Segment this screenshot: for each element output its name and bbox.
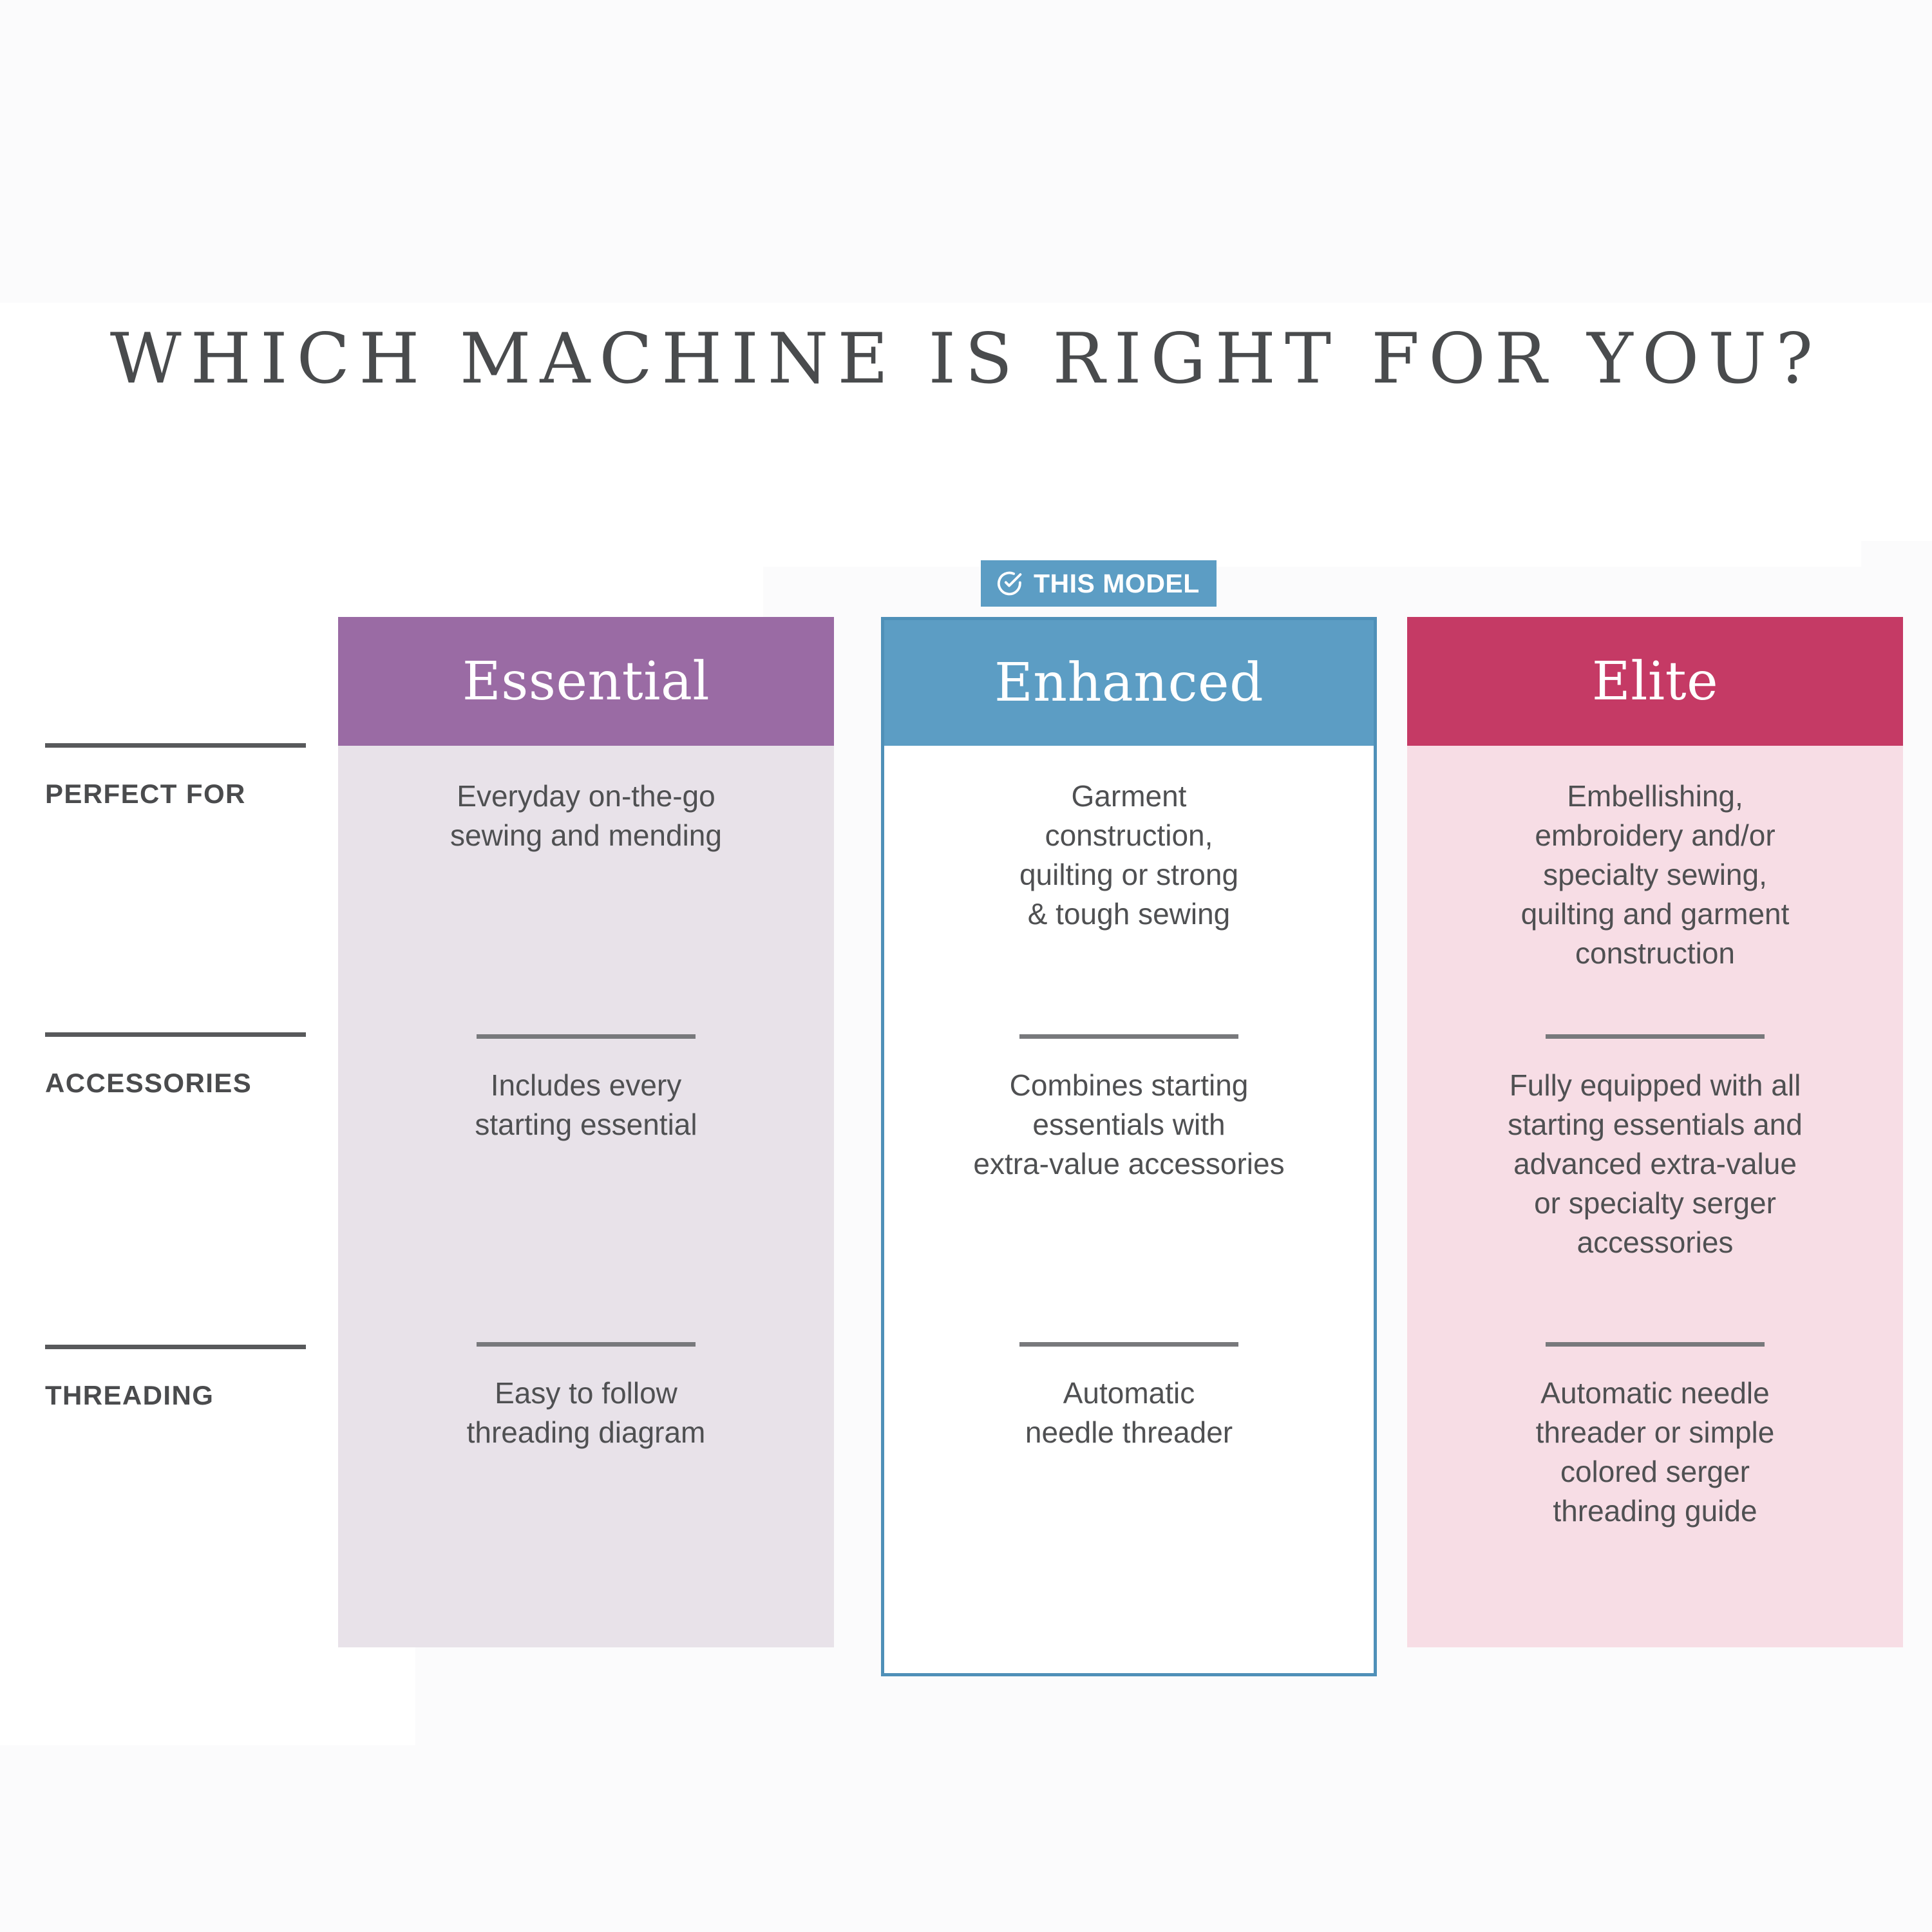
cell-enhanced-threading: Automatic needle threader xyxy=(881,1342,1377,1452)
cell-text: Embellishing, embroidery and/or specialt… xyxy=(1520,779,1790,970)
column-body-enhanced: Garment construction, quilting or strong… xyxy=(881,746,1377,1676)
row-label-text: PERFECT FOR xyxy=(45,779,246,809)
cell-elite-perfect-for: Embellishing, embroidery and/or specialt… xyxy=(1407,777,1903,973)
cell-text: Fully equipped with all starting essenti… xyxy=(1508,1068,1803,1259)
cell-text: Easy to follow threading diagram xyxy=(466,1376,706,1449)
cell-essential-perfect-for: Everyday on-the-go sewing and mending xyxy=(338,777,834,855)
cell-enhanced-perfect-for: Garment construction, quilting or strong… xyxy=(881,777,1377,934)
cell-divider xyxy=(1546,1034,1765,1039)
cell-essential-threading: Easy to follow threading diagram xyxy=(338,1342,834,1452)
row-label-text: THREADING xyxy=(45,1380,214,1410)
cell-text: Combines starting essentials with extra-… xyxy=(973,1068,1285,1180)
comparison-table: PERFECT FOR ACCESSORIES THREADING Essent… xyxy=(0,617,1932,1686)
this-model-badge[interactable]: THIS MODEL xyxy=(981,560,1217,607)
column-essential[interactable]: Essential Everyday on-the-go sewing and … xyxy=(338,617,834,1647)
background-band-bottom xyxy=(0,1745,1932,1932)
column-elite[interactable]: Elite Embellishing, embroidery and/or sp… xyxy=(1407,617,1903,1647)
column-header-elite: Elite xyxy=(1407,617,1903,746)
cell-text: Everyday on-the-go sewing and mending xyxy=(450,779,722,852)
cell-divider xyxy=(1019,1034,1238,1039)
cell-essential-accessories: Includes every starting essential xyxy=(338,1034,834,1144)
column-header-essential: Essential xyxy=(338,617,834,746)
check-circle-icon xyxy=(995,569,1023,598)
cell-elite-accessories: Fully equipped with all starting essenti… xyxy=(1407,1034,1903,1262)
cell-text: Garment construction, quilting or strong… xyxy=(1019,779,1239,931)
cell-text: Automatic needle threader or simple colo… xyxy=(1535,1376,1775,1528)
row-label-threading: THREADING xyxy=(45,1345,309,1411)
row-label-rule xyxy=(45,743,306,748)
this-model-label: THIS MODEL xyxy=(1034,568,1200,598)
background-band-top xyxy=(0,0,1932,303)
cell-text: Includes every starting essential xyxy=(475,1068,697,1141)
cell-divider xyxy=(1546,1342,1765,1347)
cell-enhanced-accessories: Combines starting essentials with extra-… xyxy=(881,1034,1377,1184)
cell-divider xyxy=(1019,1342,1238,1347)
row-label-rule xyxy=(45,1032,306,1037)
upper-white-panel xyxy=(0,464,1861,567)
column-body-elite: Embellishing, embroidery and/or specialt… xyxy=(1407,746,1903,1647)
row-label-rule xyxy=(45,1345,306,1349)
page-title: WHICH MACHINE IS RIGHT FOR YOU? xyxy=(109,319,1823,399)
row-label-text: ACCESSORIES xyxy=(45,1068,252,1098)
cell-divider xyxy=(477,1342,696,1347)
column-enhanced[interactable]: Enhanced Garment construction, quilting … xyxy=(881,617,1377,1676)
row-label-perfect-for: PERFECT FOR xyxy=(45,743,309,810)
cell-elite-threading: Automatic needle threader or simple colo… xyxy=(1407,1342,1903,1531)
column-header-enhanced: Enhanced xyxy=(881,617,1377,746)
column-body-essential: Everyday on-the-go sewing and mending In… xyxy=(338,746,834,1647)
cell-text: Automatic needle threader xyxy=(1025,1376,1233,1449)
title-panel xyxy=(138,303,1787,464)
cell-divider xyxy=(477,1034,696,1039)
row-label-accessories: ACCESSORIES xyxy=(45,1032,309,1099)
column-gap-panel xyxy=(415,567,763,625)
